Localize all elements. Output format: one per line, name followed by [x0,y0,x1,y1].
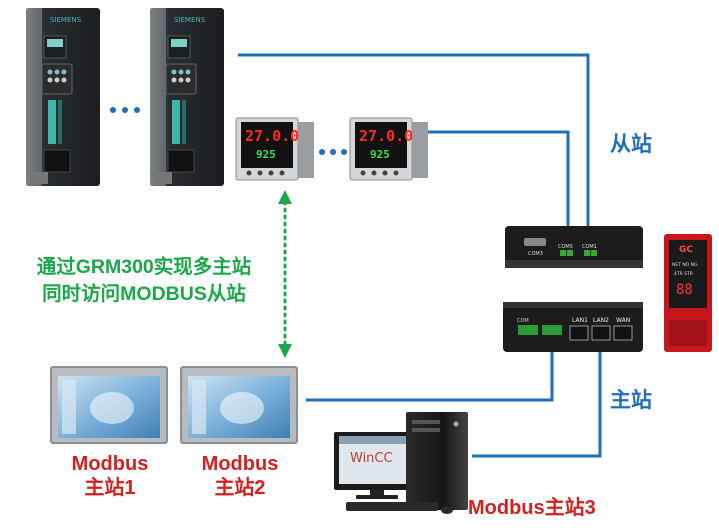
temperature-controller-2: 27.0.0 925 [349,117,428,181]
slave-bus-lines [238,53,590,228]
hmi-panel-1 [50,366,168,444]
controller-pv-display: 27.0.0 [359,127,413,145]
port-label-wan: WAN [616,317,630,324]
gateway-network-unit: COM LAN1 LAN2 WAN [503,302,643,352]
port-label-com3: COM3 [528,251,543,257]
siemens-drive-1: SIEMENS [26,8,100,186]
pc-screen-text: WinCC [350,451,393,466]
controller-sv-display: 925 [370,148,390,161]
multi-master-note: 通过GRM300实现多主站 同时访问MODBUS从站 [0,254,288,308]
link-hmi-to-gateway [306,352,554,402]
master1-line-2: 主站1 [84,477,136,499]
controllers-ellipsis [319,149,347,155]
drive-brand-label: SIEMENS [50,16,82,24]
link-controller-to-gateway [428,130,570,228]
note-line-2: 同时访问MODBUS从站 [42,283,246,305]
drive-brand-label: SIEMENS [174,16,206,24]
svg-text:COM: COM [517,318,529,324]
slave-station-label: 从站 [610,133,652,156]
master1-line-1: Modbus [71,453,149,475]
port-label-com1: COM1 [582,244,597,250]
controller-sv-display: 925 [256,148,276,161]
master-bus-lines [306,352,602,458]
master2-line-1: Modbus [201,453,279,475]
gc-indicator-module: GC NET NO NG 4TR STR 88 [664,234,712,352]
link-drive-to-gateway [238,53,590,228]
drives-ellipsis [110,107,140,113]
modbus-master-2-label: Modbus 主站2 [180,452,300,500]
note-line-1: 通过GRM300实现多主站 [36,256,252,278]
indicator-led-row2: 4TR STR [674,271,693,277]
hmi-panel-2 [180,366,298,444]
arrow-head-up [278,190,292,204]
gateway-serial-unit: COM3 COM5 COM1 [505,226,643,268]
master-station-label: 主站 [610,389,652,412]
port-label-lan2: LAN2 [593,317,609,324]
modbus-master-3-label: Modbus主站3 [468,497,596,519]
controller-pv-display: 27.0.0 [245,127,299,145]
temperature-controller-1: 27.0.0 925 [235,117,314,181]
arrow-head-down [278,344,292,358]
siemens-drive-2: SIEMENS [150,8,224,186]
indicator-digits: 88 [676,282,693,298]
master2-line-2: 主站2 [214,477,266,499]
indicator-led-row1: NET NO NG [672,262,698,268]
port-label-com5: COM5 [558,244,573,250]
port-label-lan1: LAN1 [572,317,588,324]
indicator-brand: GC [679,245,693,255]
link-pc-to-gateway [472,352,602,458]
pc-workstation: WinCC [334,412,468,514]
modbus-master-1-label: Modbus 主站1 [50,452,170,500]
